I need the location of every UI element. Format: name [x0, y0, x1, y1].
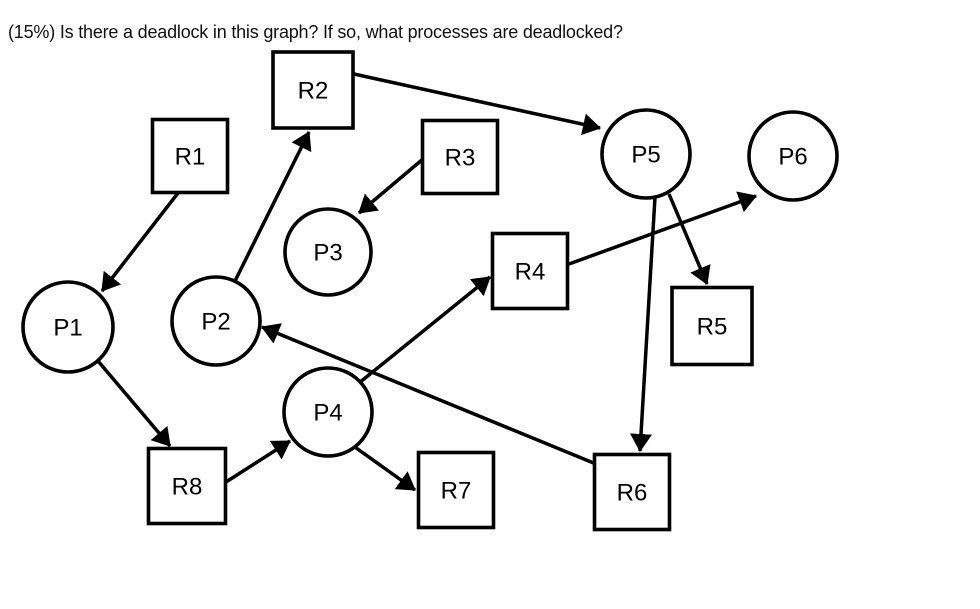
node-label-R5: R5	[697, 314, 728, 341]
edge-P5-to-R5	[667, 193, 711, 285]
process-node-P1	[21, 280, 115, 374]
node-label-R8: R8	[172, 474, 203, 501]
edge-R4-to-P6	[568, 191, 757, 266]
node-label-P1: P1	[53, 315, 82, 342]
resource-node-R4	[490, 231, 570, 311]
node-label-R3: R3	[445, 145, 476, 172]
edge-P1-to-R8	[96, 359, 172, 448]
resource-node-R5	[670, 285, 754, 367]
edge-P2-to-R2	[233, 131, 312, 282]
process-node-P6	[747, 110, 839, 202]
edge-R6-to-P2	[261, 323, 597, 466]
node-label-R7: R7	[441, 478, 472, 505]
process-node-P3	[283, 207, 373, 297]
process-node-P4	[282, 366, 374, 458]
edge-P5-to-R6	[630, 196, 657, 452]
edges-layer	[96, 72, 757, 492]
edge-R8-to-P4	[225, 439, 291, 484]
node-label-R4: R4	[515, 259, 546, 286]
resource-node-R6	[592, 452, 672, 532]
resource-node-R1	[150, 117, 230, 195]
resource-node-R8	[146, 446, 228, 526]
node-label-R2: R2	[298, 78, 329, 105]
process-node-P2	[170, 275, 262, 367]
resource-node-R7	[416, 450, 496, 530]
edge-P4-to-R7	[350, 443, 417, 492]
edge-R3-to-P3	[357, 157, 425, 215]
node-label-P3: P3	[313, 240, 342, 267]
edge-R2-to-P5	[353, 72, 601, 136]
resource-node-R3	[420, 118, 500, 196]
node-label-P4: P4	[313, 400, 342, 427]
edge-R1-to-P1	[100, 191, 180, 293]
node-label-R1: R1	[175, 144, 206, 171]
node-label-P5: P5	[631, 142, 660, 169]
node-label-P6: P6	[778, 144, 807, 171]
question-title: (15%) Is there a deadlock in this graph?…	[8, 22, 623, 42]
edge-P4-to-R4	[357, 275, 492, 385]
process-node-P5	[600, 108, 692, 200]
node-label-P2: P2	[201, 309, 230, 336]
resource-node-R2	[271, 50, 355, 130]
node-label-R6: R6	[617, 480, 648, 507]
